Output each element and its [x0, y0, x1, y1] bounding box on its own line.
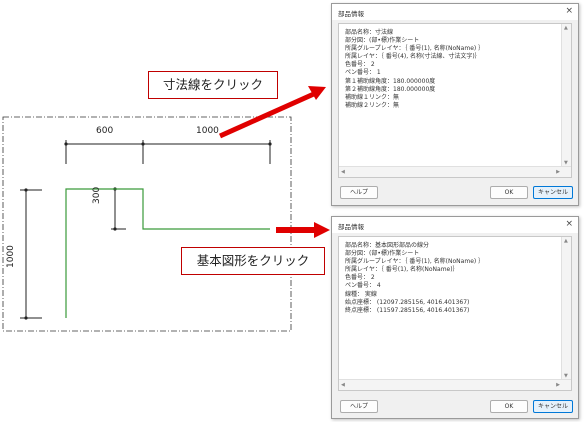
- scroll-left-icon[interactable]: ◀: [341, 169, 345, 175]
- vertical-scrollbar[interactable]: ▲ ▼: [561, 24, 571, 167]
- dialog-info-panel: 部品名称：基本図形部品の線分 部分図：(部•標)作業シート 所属グループレイヤ：…: [338, 236, 572, 391]
- scroll-down-icon[interactable]: ▼: [564, 160, 568, 166]
- scroll-up-icon[interactable]: ▲: [564, 25, 568, 31]
- dialog-title: 部品情報: [338, 10, 364, 18]
- scroll-left-icon[interactable]: ◀: [341, 382, 345, 388]
- dialog-info-panel: 部品名称：寸法線 部分図：(部•標)作業シート 所属グループレイヤ：｛ 番号(1…: [338, 23, 572, 178]
- dimension-text-1000-left: 1000: [6, 245, 16, 268]
- vertical-scrollbar[interactable]: ▲ ▼: [561, 237, 571, 380]
- dimension-line-left[interactable]: [20, 188, 42, 320]
- scroll-up-icon[interactable]: ▲: [564, 238, 568, 244]
- ok-button[interactable]: OK: [490, 186, 528, 199]
- part-info-dialog-dimension: 部品情報 × 部品名称：寸法線 部分図：(部•標)作業シート 所属グループレイヤ…: [331, 3, 579, 206]
- close-icon[interactable]: ×: [565, 219, 573, 229]
- dialog-info-text: 部品名称：基本図形部品の線分 部分図：(部•標)作業シート 所属グループレイヤ：…: [345, 242, 485, 314]
- dialog-titlebar: 部品情報 ×: [332, 217, 578, 233]
- help-button[interactable]: ヘルプ: [340, 400, 378, 413]
- basic-shape-polyline[interactable]: [65, 188, 270, 318]
- dimension-text-600: 600: [96, 126, 114, 136]
- scroll-right-icon[interactable]: ▶: [556, 169, 560, 175]
- drawing-frame: [2, 116, 292, 332]
- dialog-titlebar: 部品情報 ×: [332, 4, 578, 20]
- callout-click-basic-shape: 基本図形をクリック: [181, 247, 325, 275]
- ok-button[interactable]: OK: [490, 400, 528, 413]
- arrow-bottom: [276, 222, 330, 238]
- horizontal-scrollbar[interactable]: ◀ ▶: [339, 166, 571, 177]
- horizontal-scrollbar[interactable]: ◀ ▶: [339, 379, 571, 390]
- dimension-line-top[interactable]: [64, 140, 272, 164]
- arrow-top: [218, 86, 326, 139]
- scroll-down-icon[interactable]: ▼: [564, 373, 568, 379]
- dimension-line-inner[interactable]: [111, 187, 126, 231]
- cancel-button[interactable]: キャンセル: [533, 400, 573, 413]
- dimension-text-300: 300: [92, 186, 102, 204]
- part-info-dialog-basic-shape: 部品情報 × 部品名称：基本図形部品の線分 部分図：(部•標)作業シート 所属グ…: [331, 216, 579, 419]
- close-icon[interactable]: ×: [565, 6, 573, 16]
- scroll-right-icon[interactable]: ▶: [556, 382, 560, 388]
- callout-click-dimension: 寸法線をクリック: [148, 71, 278, 99]
- dimension-text-1000-top: 1000: [196, 126, 219, 136]
- dialog-title: 部品情報: [338, 223, 364, 231]
- dialog-info-text: 部品名称：寸法線 部分図：(部•標)作業シート 所属グループレイヤ：｛ 番号(1…: [345, 29, 485, 109]
- help-button[interactable]: ヘルプ: [340, 186, 378, 199]
- cancel-button[interactable]: キャンセル: [533, 186, 573, 199]
